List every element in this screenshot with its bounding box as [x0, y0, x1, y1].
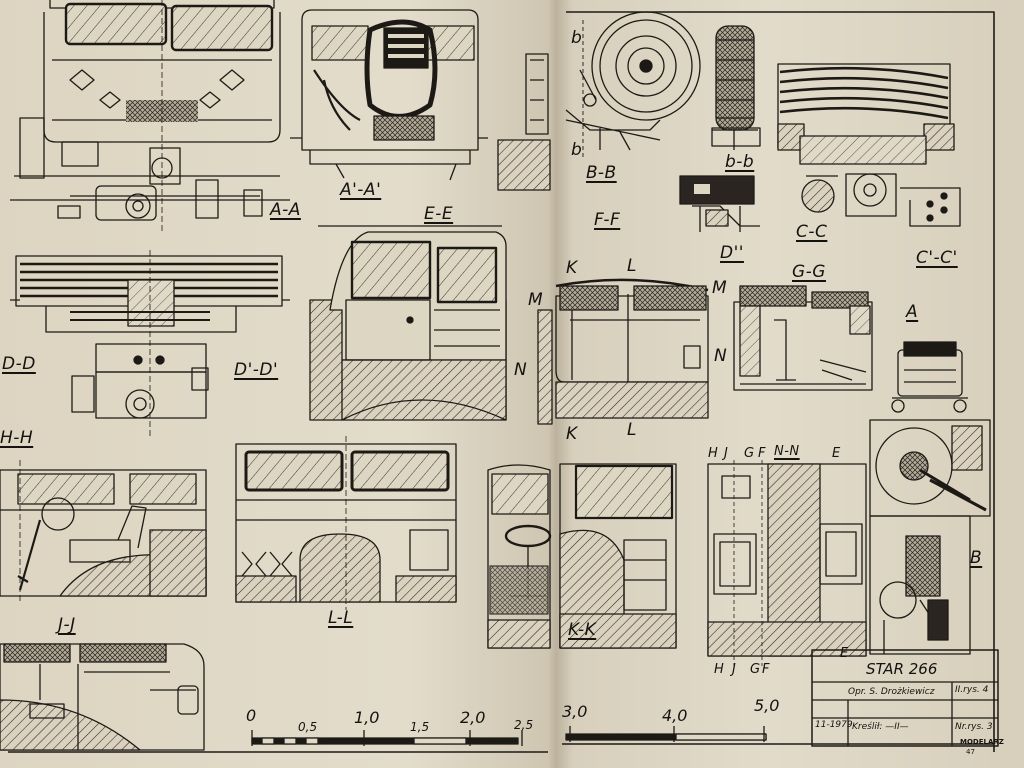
marker-n-left: N [514, 360, 528, 380]
label-f-f: F-F [594, 210, 621, 230]
view-h-h [0, 460, 207, 604]
title-block-author: Opr. S. Drożkiewicz [848, 687, 935, 697]
view-brake-detail [869, 419, 991, 655]
view-f-f [537, 278, 709, 425]
marker-n-right: N [714, 346, 728, 366]
marker-h-bottom: H [714, 662, 725, 677]
publisher-name: MODELARZ [960, 738, 1004, 746]
label-d-d: D-D [2, 354, 36, 374]
view-c-c [777, 63, 961, 227]
right-page-frame [566, 11, 995, 752]
view-j-j [0, 643, 205, 751]
label-a-prime: A'-A' [340, 180, 382, 200]
label-k-k: K-K [568, 620, 597, 640]
view-b-b [565, 11, 701, 160]
scale-label-10: 1,0 [354, 708, 380, 727]
label-l-l: L-L [328, 608, 354, 628]
marker-e-bottom: E [840, 646, 849, 661]
label-j-j: J-J [58, 615, 76, 635]
label-c-c-prime: C'-C' [916, 248, 958, 268]
scale-label-30: 3,0 [562, 702, 588, 721]
label-e-e: E-E [424, 204, 454, 224]
title-block-date: 11-1979 [815, 720, 853, 730]
page-number: 47 [966, 748, 975, 756]
label-n-n: N-N [774, 444, 800, 459]
marker-g-bottom: G [750, 662, 761, 677]
marker-h-top: H [708, 446, 719, 461]
marker-l-lower: L [627, 420, 637, 440]
scale-label-50: 5,0 [754, 696, 780, 715]
bracket-details [497, 53, 551, 191]
label-d-double-prime: D'' [720, 243, 744, 263]
view-k-k [487, 464, 552, 649]
title-block-title: STAR 266 [866, 660, 938, 678]
marker-l-upper: L [627, 256, 637, 276]
label-b-b-small: b-b [725, 152, 755, 172]
label-g-g: G-G [792, 262, 826, 282]
view-a-a [10, 0, 290, 232]
scale-label-20: 2,0 [460, 708, 486, 727]
marker-m-left: M [528, 290, 544, 310]
view-l-l [235, 436, 457, 610]
marker-j-bottom: J [732, 662, 737, 677]
view-k-k-right [559, 463, 677, 649]
view-a-prime [290, 9, 488, 181]
title-block-number: Nr.rys. 3 [955, 722, 993, 732]
label-c-c: C-C [796, 222, 828, 242]
view-d-d [10, 250, 290, 436]
marker-g-top: G [744, 446, 755, 461]
marker-k-upper: K [566, 258, 578, 278]
title-block-sheet: II.rys. 4 [955, 685, 989, 695]
marker-e-top: E [832, 446, 841, 461]
scale-label-0: 0 [246, 706, 257, 725]
marker-b-lower: b [571, 140, 583, 160]
marker-k-lower: K [566, 424, 578, 444]
marker-b-upper: b [571, 28, 583, 48]
marker-f-bottom: F [762, 662, 770, 677]
scale-label-25: 2,5 [514, 718, 534, 732]
scale-label-40: 4,0 [662, 706, 688, 725]
marker-j-top: J [724, 446, 729, 461]
scale-bar-graphic [251, 726, 767, 746]
label-b-b: B-B [586, 163, 617, 183]
label-d-d-prime: D'-D' [234, 360, 279, 380]
label-h-h: H-H [0, 428, 34, 448]
title-block-drawn: Kreślił: —II— [852, 722, 909, 732]
marker-f-top: F [758, 446, 766, 461]
view-e-e [309, 225, 507, 421]
view-a-part [891, 341, 968, 413]
marker-b: B [970, 548, 983, 568]
view-g-g [733, 285, 873, 391]
scale-label-05: 0,5 [298, 720, 318, 734]
title-block-frame [811, 649, 999, 747]
scale-label-15: 1,5 [410, 720, 430, 734]
view-n-n [707, 460, 867, 666]
marker-a: A [906, 302, 919, 322]
view-b-b-tyre [711, 25, 761, 150]
label-a-a: A-A [270, 200, 301, 220]
marker-m-right: M [712, 278, 728, 298]
view-d-double-prime [679, 175, 760, 232]
